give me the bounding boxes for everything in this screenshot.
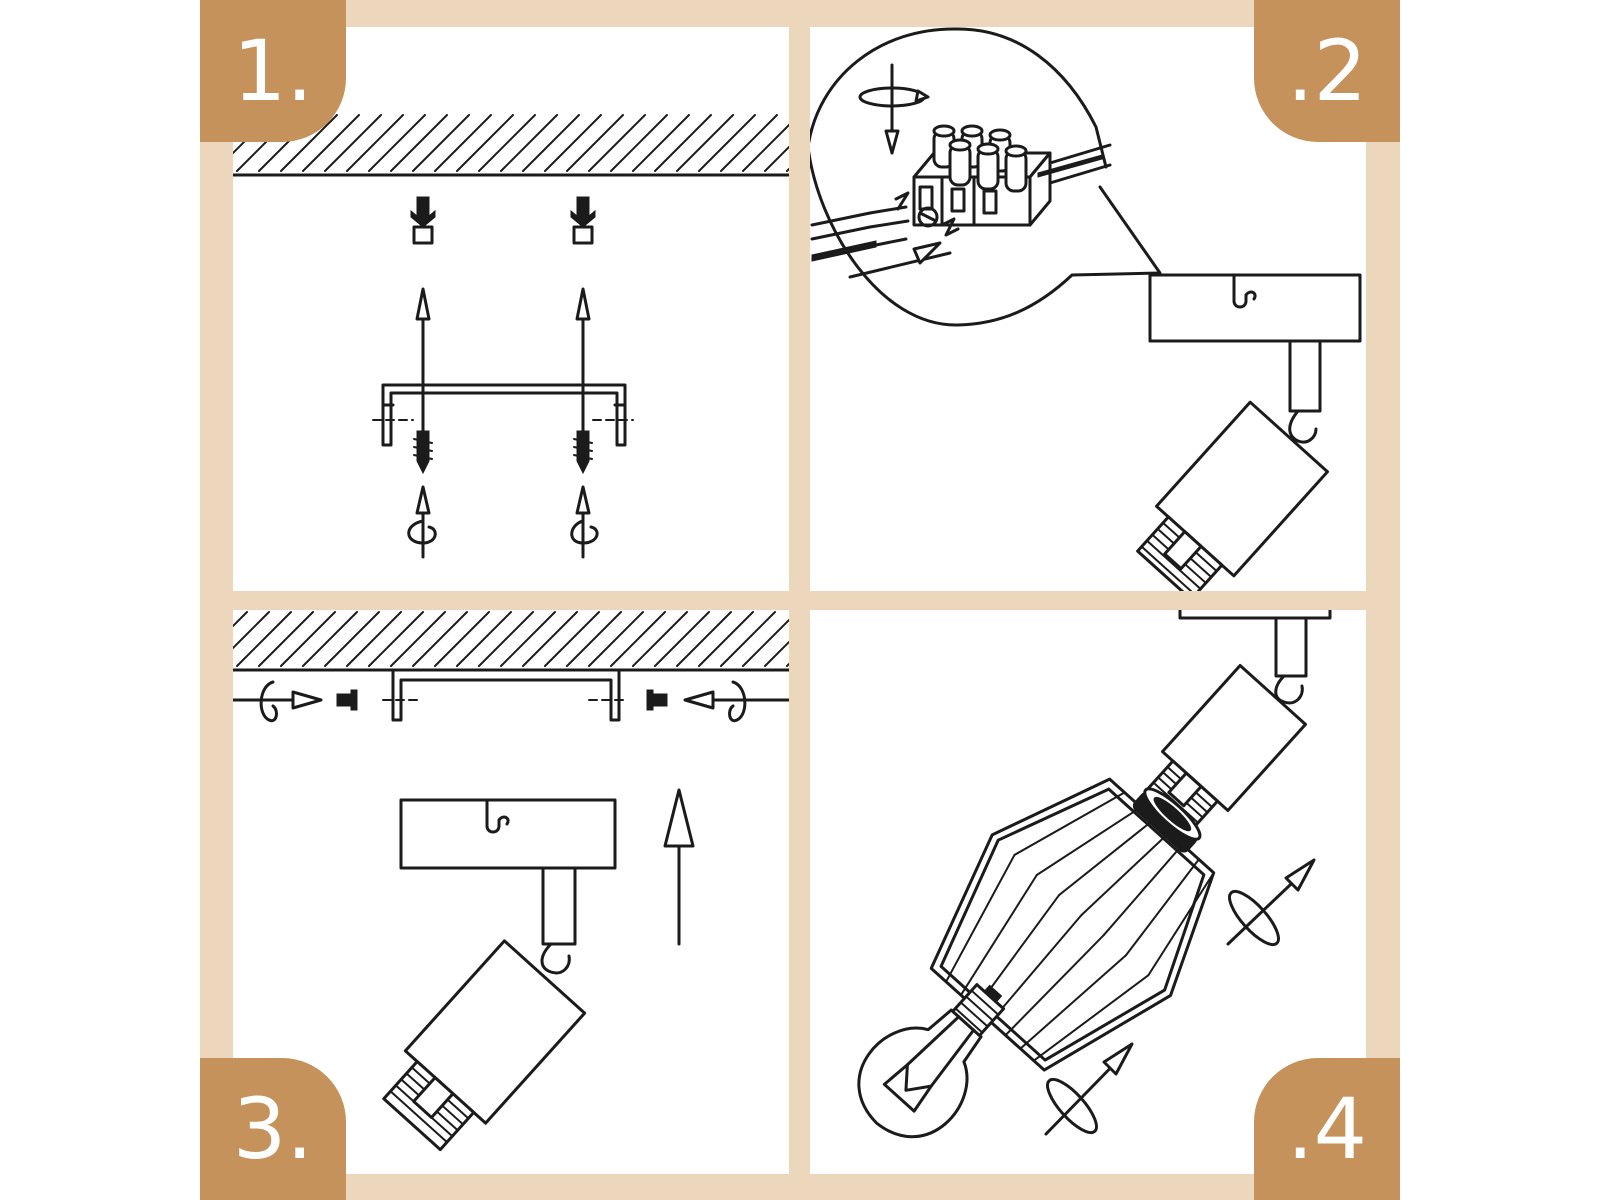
ceiling-hatch bbox=[233, 114, 789, 172]
arrow-up-right bbox=[575, 287, 591, 449]
step-1-badge: 1. bbox=[200, 0, 346, 142]
cable-right bbox=[1037, 143, 1112, 185]
rotate-down-arrow bbox=[858, 63, 930, 155]
step-3-drawing bbox=[233, 611, 789, 1152]
mounting-bracket bbox=[382, 668, 628, 722]
wall-plug-right bbox=[570, 196, 596, 245]
step-2-panel bbox=[810, 27, 1366, 591]
arrow-up-left bbox=[415, 287, 431, 449]
spotlight-arm bbox=[1288, 339, 1322, 444]
step-3-badge: 3. bbox=[200, 1058, 346, 1200]
screw-right-horizontal bbox=[646, 680, 789, 723]
push-up-arrow bbox=[663, 788, 695, 946]
step-2-drawing bbox=[810, 27, 1362, 591]
screw-left bbox=[413, 430, 433, 475]
rotate-arrow-shade bbox=[1226, 858, 1316, 947]
terminal-screws bbox=[932, 124, 1028, 193]
rotate-arrow-bulb bbox=[1044, 1042, 1134, 1136]
cage-shade bbox=[929, 777, 1216, 1072]
light-bulb bbox=[857, 983, 1006, 1139]
ceiling-canopy bbox=[399, 798, 617, 870]
spotlight-arm bbox=[1274, 616, 1308, 705]
rotate-arrow-right bbox=[570, 485, 599, 559]
step-4-panel bbox=[810, 610, 1366, 1174]
spotlight-arm bbox=[540, 866, 577, 975]
zoom-callout bbox=[810, 27, 1162, 327]
mounting-bracket bbox=[372, 383, 634, 447]
spotlight-head bbox=[1144, 663, 1308, 833]
screw-right bbox=[573, 430, 593, 475]
earth-symbol bbox=[894, 191, 960, 237]
step-4-badge: .4 bbox=[1254, 1058, 1400, 1200]
screw-left-horizontal bbox=[233, 680, 358, 723]
step-3-panel bbox=[233, 610, 789, 1174]
ceiling-canopy bbox=[1178, 610, 1332, 620]
ceiling-canopy bbox=[1148, 273, 1362, 343]
rotate-arrow-left bbox=[407, 485, 437, 559]
ceiling-hatch bbox=[233, 611, 789, 667]
wall-plug-left bbox=[410, 196, 436, 245]
spotlight-head bbox=[1136, 400, 1329, 591]
cable-left-wires bbox=[810, 205, 952, 279]
step-1-drawing bbox=[233, 114, 789, 559]
step-4-drawing bbox=[857, 610, 1332, 1139]
step-2-badge: .2 bbox=[1254, 0, 1400, 142]
spotlight-head bbox=[382, 939, 587, 1152]
